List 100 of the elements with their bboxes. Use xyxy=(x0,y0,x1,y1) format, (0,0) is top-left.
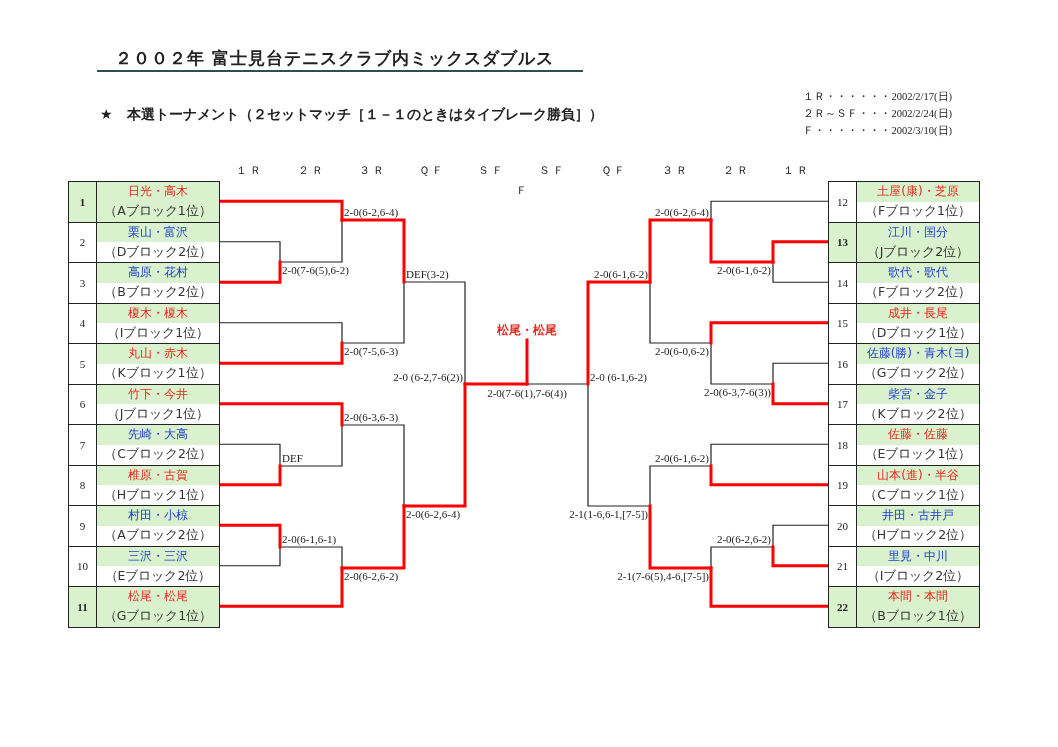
round-header: ＱＦ xyxy=(417,163,447,178)
match-score: 2-1(7-6(5),4-6,[7-5]) xyxy=(617,570,709,583)
match-score: 2-0(6-2,6-2) xyxy=(344,570,399,583)
bracket-line xyxy=(710,443,829,467)
team-name: 山本(進)・半谷 xyxy=(857,465,979,486)
seed-number: 11 xyxy=(69,587,97,627)
team-name: 高原・花村 xyxy=(97,263,219,283)
team-name: 栗山・富沢 xyxy=(97,222,219,243)
bracket-line xyxy=(649,465,712,507)
bracket-line xyxy=(218,523,282,549)
bracket-line xyxy=(219,241,281,263)
match-score: 2-0 (6-1,6-2) xyxy=(590,371,660,384)
team-name: 先崎・大高 xyxy=(97,425,219,445)
bracket-line xyxy=(279,424,343,467)
bracket-line xyxy=(219,322,343,344)
bracket-line xyxy=(648,218,713,284)
match-score: 2-0(7-6(5),6-2) xyxy=(282,264,349,277)
bracket-line xyxy=(279,219,343,263)
bracket-line xyxy=(340,218,406,284)
match-score: 2-0(6-1,6-1) xyxy=(282,533,337,546)
seed-number: 22 xyxy=(829,587,857,627)
team-name: 村田・小椋 xyxy=(97,506,219,526)
bracket-line xyxy=(710,546,774,569)
team-name: 榎木・榎木 xyxy=(97,303,219,324)
match-score: 2-0(6-1,6-2) xyxy=(654,452,709,465)
match-score: 2-0(6-1,6-2) xyxy=(716,264,771,277)
team-name: 日光・高木 xyxy=(97,182,219,202)
title: ２００２年 富士見台テニスクラブ内ミックスダブルス xyxy=(115,47,554,70)
round-header: Ｆ xyxy=(515,183,531,198)
match-score: 2-1(1-6,6-1,[7-5]) xyxy=(569,508,648,521)
bracket-line xyxy=(710,342,774,385)
team-name: 井田・古井戸 xyxy=(857,506,979,526)
bracket-line xyxy=(709,321,830,345)
bracket-line xyxy=(771,240,830,264)
team-name: 竹下・今井 xyxy=(97,384,219,405)
bracket-line xyxy=(219,546,281,567)
bracket-line xyxy=(772,261,829,283)
round-header: １Ｒ xyxy=(235,163,265,178)
match-score: 2-0(7-5,6-3) xyxy=(344,345,399,358)
team-entry xyxy=(828,221,980,263)
team-entry xyxy=(828,343,980,385)
team-name: 三沢・三沢 xyxy=(97,546,219,567)
team-name: 成井・長尾 xyxy=(857,303,979,324)
bracket-line xyxy=(218,199,344,222)
team-entry xyxy=(68,505,220,547)
round-header: ３Ｒ xyxy=(661,163,691,178)
round-header: ２Ｒ xyxy=(297,163,327,178)
match-score: 2-0(6-2,6-4) xyxy=(654,206,709,219)
team-entry xyxy=(828,424,980,466)
team-entry xyxy=(68,262,220,304)
match-score: 2-0(6-2,6-2) xyxy=(716,533,771,546)
bracket-line xyxy=(341,281,405,344)
match-score: 2-0(6-2,6-4) xyxy=(344,206,399,219)
bracket-line xyxy=(771,545,830,568)
match-score: 2-0(6-0,6-2) xyxy=(654,345,709,358)
team-entry xyxy=(68,302,220,344)
match-score: DEF xyxy=(282,452,303,465)
team-entry xyxy=(68,343,220,385)
team-entry xyxy=(68,545,220,587)
bracket-line xyxy=(771,382,830,406)
team-entry xyxy=(828,464,980,506)
round-header: ＳＦ xyxy=(477,163,507,178)
bracket-line xyxy=(403,281,466,385)
match-score: 2-0(6-1,6-2) xyxy=(593,268,648,281)
team-name: 本間・本間 xyxy=(857,587,979,607)
team-entry xyxy=(828,586,980,628)
bracket-line xyxy=(526,383,589,385)
bracket-line xyxy=(772,362,829,385)
team-entry xyxy=(68,383,220,425)
team-name: 里見・中川 xyxy=(857,546,979,567)
round-header: ３Ｒ xyxy=(358,163,388,178)
team-name: 柴宮・金子 xyxy=(857,384,979,405)
team-name: 丸山・赤木 xyxy=(97,344,219,364)
block-rank: （Gブロック1位） xyxy=(97,606,219,627)
team-name: 江川・国分 xyxy=(857,222,979,243)
team-entry xyxy=(68,221,220,263)
team-name: 椎原・古賀 xyxy=(97,465,219,486)
bracket-line xyxy=(218,260,282,284)
schedule-line: ２Ｒ～ＳＦ・・・2002/2/24(日) xyxy=(803,107,952,121)
bracket-line xyxy=(709,464,830,487)
team-name: 佐藤・佐藤 xyxy=(857,425,979,445)
match-score: 2-0 (6-2,7-6(2)) xyxy=(377,371,463,384)
seed-number: 1 xyxy=(69,182,97,222)
match-score: 2-0(7-6(1),7-6(4)) xyxy=(465,387,589,400)
bracket-line xyxy=(279,546,343,569)
team-name: 歌代・歌代 xyxy=(857,263,979,283)
block-rank: （Aブロック1位） xyxy=(97,201,219,222)
block-rank: （Bブロック1位） xyxy=(857,606,979,627)
team-name: 佐藤(勝)・青木(ヨ) xyxy=(857,344,979,364)
team-entry xyxy=(828,181,980,223)
match-score: 2-0(6-3,7-6(3)) xyxy=(704,386,771,399)
team-entry xyxy=(68,424,220,466)
bracket-line xyxy=(587,383,651,507)
block-rank: （Jブロック2位） xyxy=(857,242,979,262)
bracket-line xyxy=(219,443,281,467)
round-header: ＱＦ xyxy=(599,163,629,178)
team-entry xyxy=(828,302,980,344)
team-entry xyxy=(68,464,220,506)
seed-number: 13 xyxy=(829,222,857,262)
match-score: 2-0(6-2,6-4) xyxy=(406,508,461,521)
